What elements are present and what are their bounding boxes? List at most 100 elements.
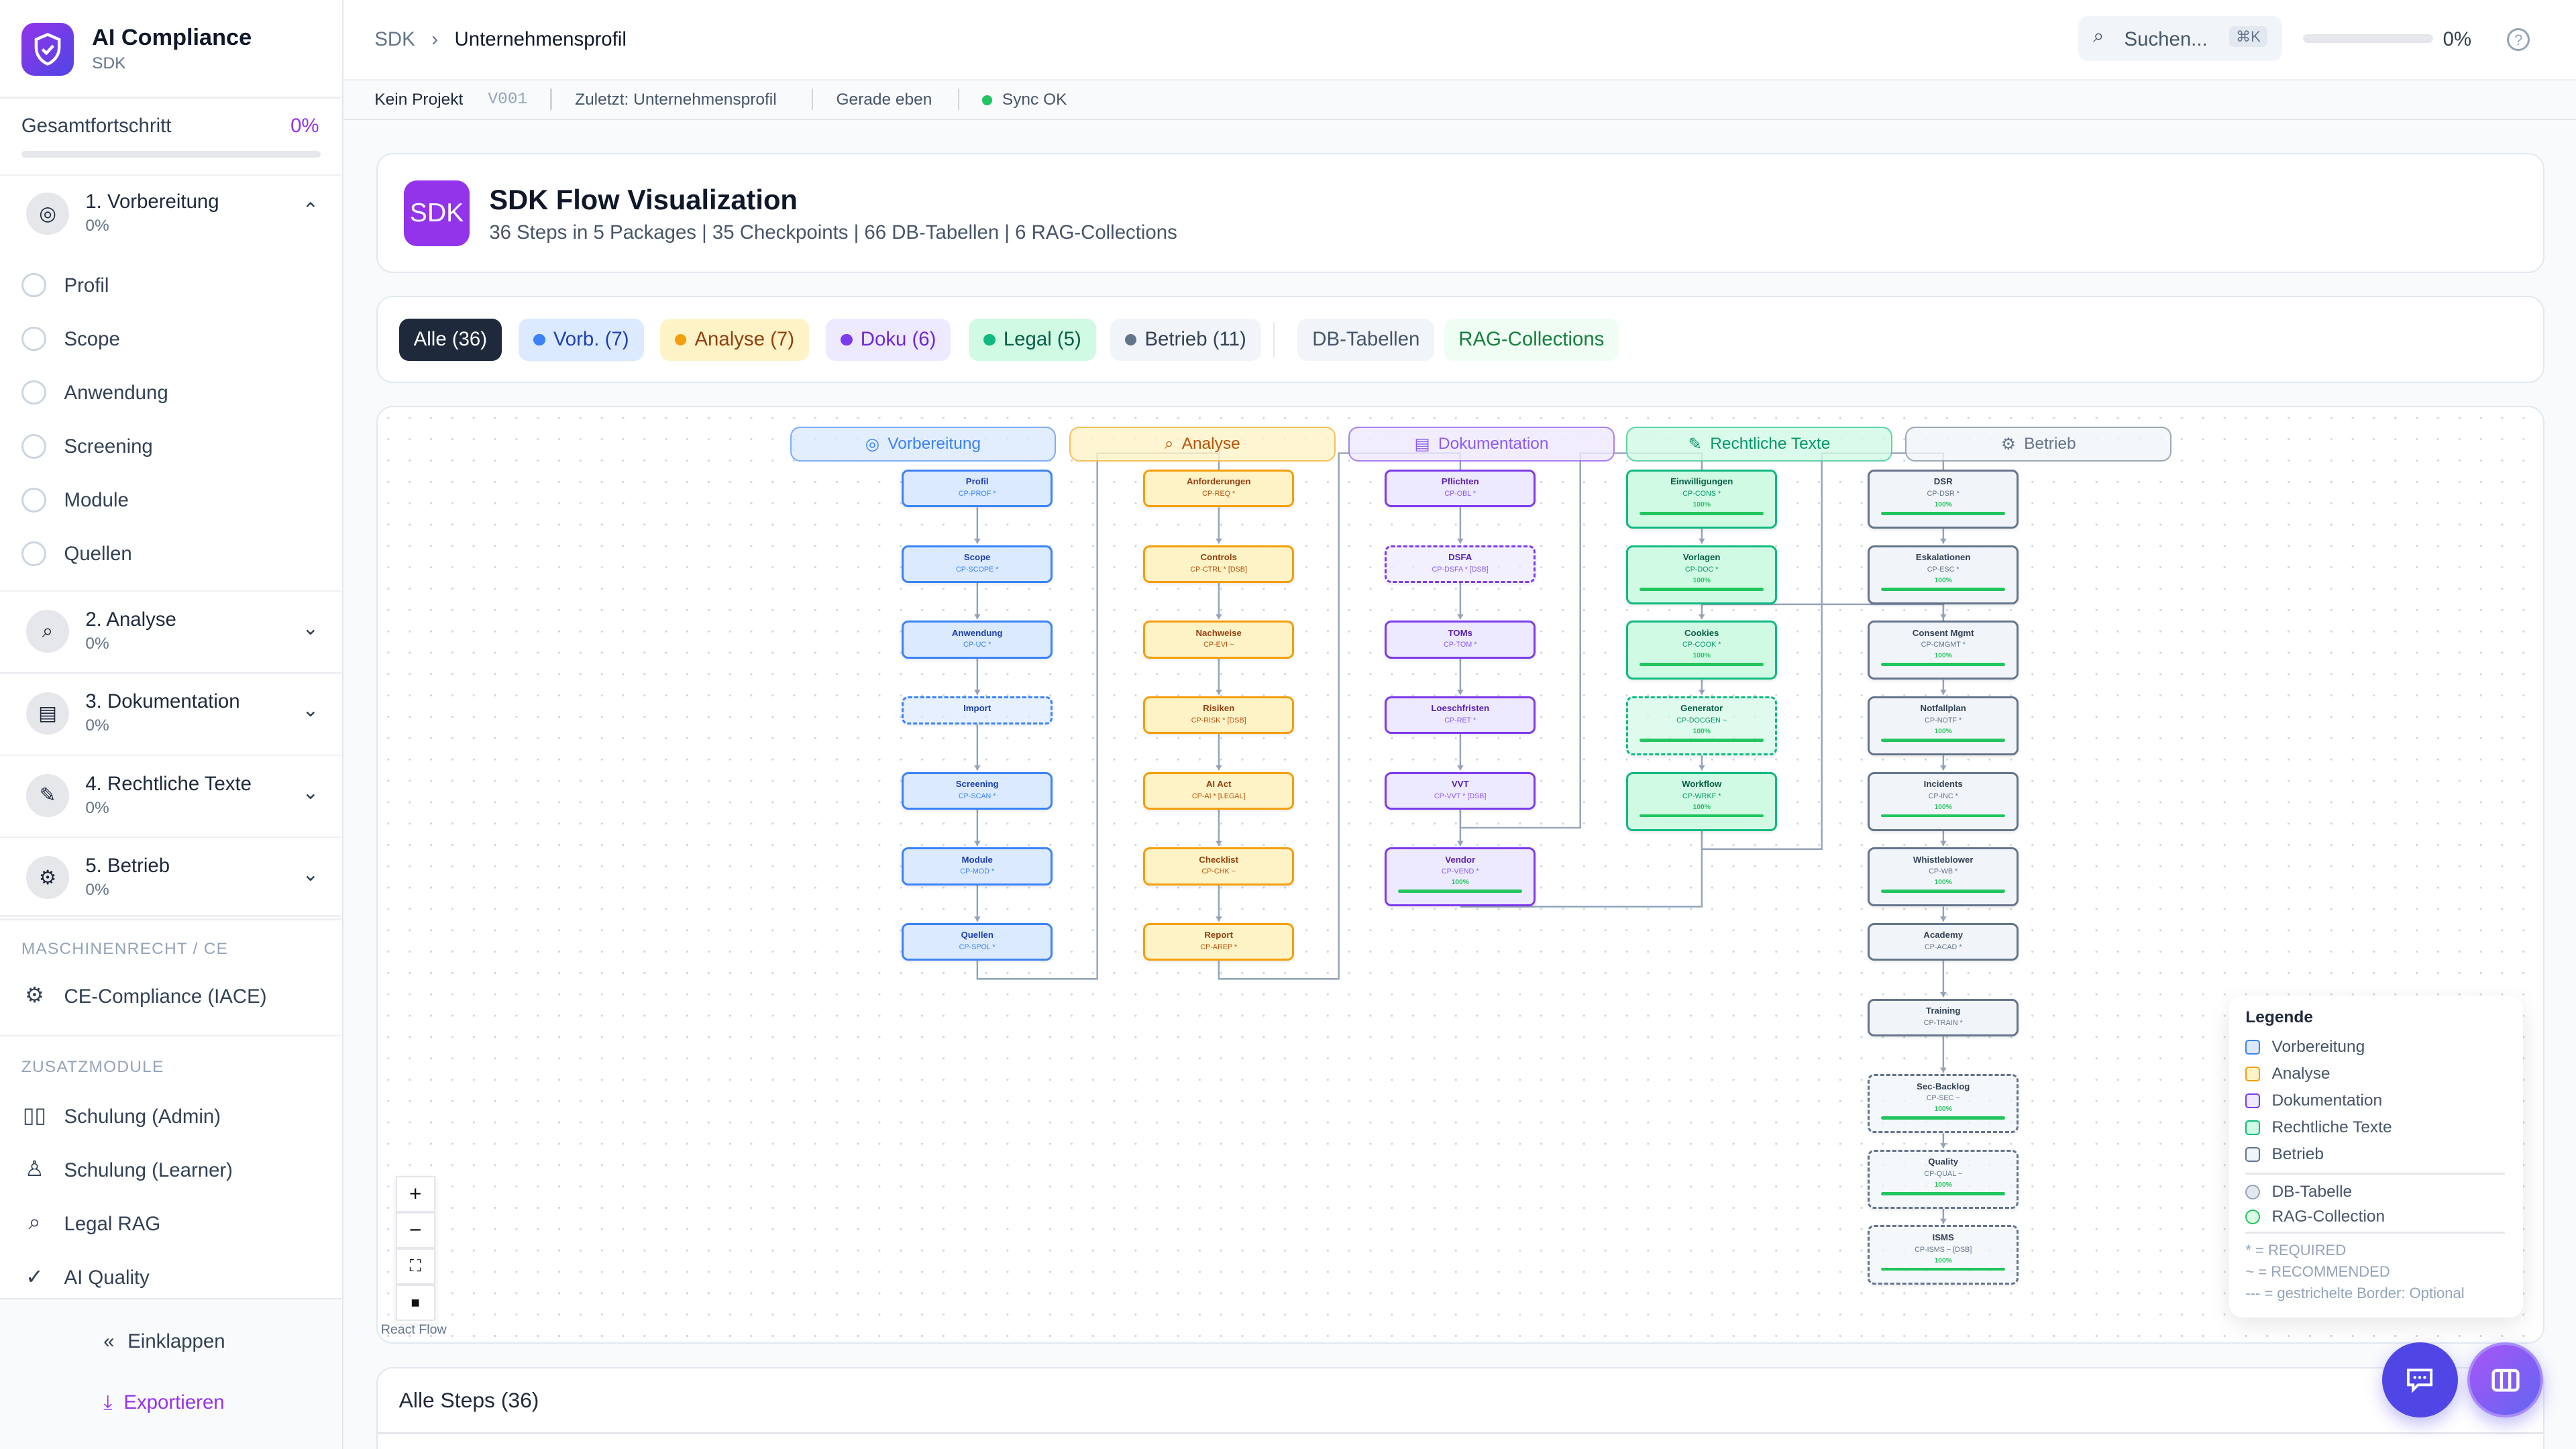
lock-button[interactable]: ■ (395, 1284, 435, 1321)
filter-betrieb[interactable]: Betrieb (11) (1110, 318, 1261, 362)
package-header-analyse[interactable]: ⌕Analyse (1069, 427, 1336, 462)
flow-node-import[interactable]: Import (902, 696, 1053, 724)
sidebar-item-anwendung[interactable]: Anwendung (0, 372, 341, 415)
sidebar-item-scope[interactable]: Scope (0, 318, 341, 361)
nav-schulung-admin-[interactable]: ▯▯Schulung (Admin) (0, 1095, 341, 1138)
section-progress: 0% (85, 634, 109, 653)
nav-ce-compliance[interactable]: ⚙ CE-Compliance (IACE) (0, 976, 341, 1019)
filter-db-tabellen[interactable]: DB-Tabellen (1297, 318, 1435, 362)
nav-schulung-learner-[interactable]: ♙Schulung (Learner) (0, 1150, 341, 1193)
sync-status-dot (982, 95, 993, 105)
fit-view-button[interactable]: ⛶ (395, 1248, 435, 1285)
collapse-button[interactable]: «Einklappen (103, 1330, 225, 1353)
node-progress-value: 100% (1934, 501, 1952, 509)
nav-legal-rag[interactable]: ⌕Legal RAG (0, 1203, 341, 1246)
search-button[interactable]: ⌕ Suchen... ⌘K (2078, 16, 2282, 61)
export-button[interactable]: ⤓Exportieren (103, 1391, 224, 1414)
overall-progress-label: Gesamtfortschritt (21, 115, 172, 138)
nav-ai-quality[interactable]: ✓AI Quality (0, 1257, 341, 1300)
chat-button[interactable] (2382, 1342, 2458, 1418)
lock-icon: ■ (411, 1293, 420, 1311)
sidebar-item-quellen[interactable]: Quellen (0, 533, 341, 576)
sidebar-item-screening[interactable]: Screening (0, 426, 341, 469)
chevron-down-icon[interactable]: ⌄ (302, 863, 319, 886)
sidebar-item-module[interactable]: Module (0, 480, 341, 523)
filter-rag-collections[interactable]: RAG-Collections (1444, 318, 1619, 362)
breadcrumb-sdk[interactable]: SDK (374, 28, 415, 50)
node-title: DSR (1933, 476, 1953, 487)
filter-analyse[interactable]: Analyse (7) (660, 318, 810, 362)
filter-vorb[interactable]: Vorb. (7) (519, 318, 644, 362)
filter-legal[interactable]: Legal (5) (969, 318, 1096, 362)
package-header-vorb[interactable]: ◎Vorbereitung (790, 427, 1057, 462)
section-progress: 0% (85, 881, 109, 900)
package-header-legal[interactable]: ✎Rechtliche Texte (1626, 427, 1892, 462)
zoom-in-button[interactable]: + (395, 1176, 435, 1212)
filter-alle[interactable]: Alle (36) (398, 318, 502, 362)
item-label: Scope (64, 328, 120, 351)
chevron-up-icon[interactable]: ⌃ (302, 199, 319, 222)
sidebar-item-profil[interactable]: Profil (0, 264, 341, 307)
node-title: Quellen (961, 930, 994, 941)
chevron-down-icon[interactable]: ⌄ (302, 616, 319, 639)
filter-doku[interactable]: Doku (6) (826, 318, 951, 362)
legend-swatch (2245, 1067, 2261, 1082)
download-icon: ⤓ (103, 1391, 113, 1413)
sidebar-footer: «Einklappen ⤓Exportieren (0, 1297, 342, 1449)
edge-arrow (1215, 538, 1222, 544)
package-header-doku[interactable]: ▤Dokumentation (1348, 427, 1615, 462)
package-header-betrieb[interactable]: ⚙Betrieb (1905, 427, 2172, 462)
node-checkpoint: CP-INC * (1928, 792, 1958, 800)
attribution[interactable]: React Flow (380, 1322, 447, 1337)
zoom-out-button[interactable]: − (395, 1212, 435, 1248)
help-icon[interactable]: ? (2507, 28, 2530, 51)
edge-arrow (1215, 765, 1222, 771)
node-title: AI Act (1205, 778, 1232, 789)
chevron-down-icon[interactable]: ⌄ (302, 781, 319, 804)
divider (0, 672, 342, 674)
chevron-down-icon[interactable]: ⌄ (302, 699, 319, 722)
layout-columns-button[interactable] (2467, 1342, 2544, 1418)
